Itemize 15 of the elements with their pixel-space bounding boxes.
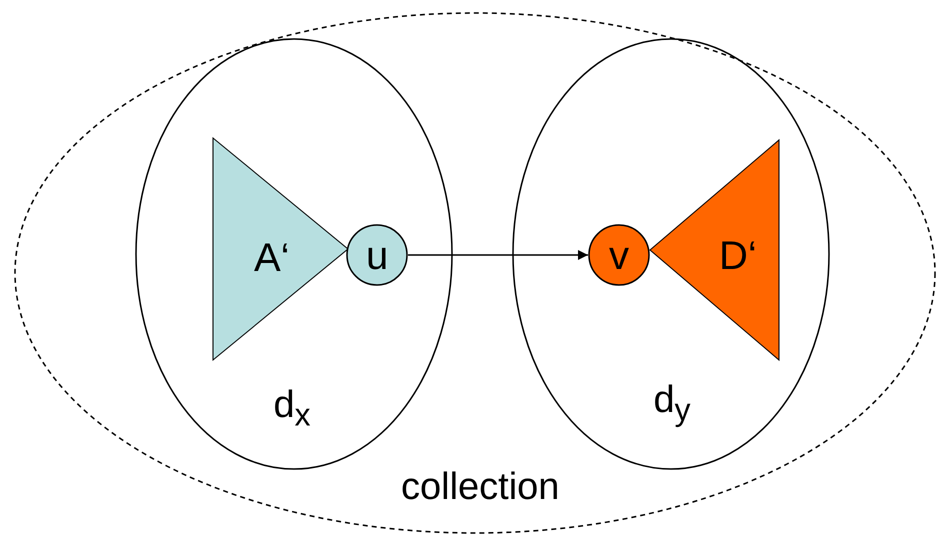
arrow — [408, 250, 588, 260]
triangle-shape — [213, 138, 348, 360]
node-label: d$_{x}$ — [274, 386, 310, 431]
domain-ellipse — [512, 38, 830, 470]
node-label: v — [609, 236, 629, 276]
node-label: collection — [401, 468, 560, 506]
circle-shape — [346, 224, 408, 286]
collection-ellipse — [14, 12, 936, 534]
domain-ellipse — [135, 38, 453, 470]
node-label: u — [366, 236, 388, 276]
triangle-shape — [650, 140, 779, 360]
node-label: A‘ — [254, 238, 290, 278]
node-label: D‘ — [719, 236, 757, 276]
circle-shape — [588, 224, 650, 286]
node-label: d$_{y}$ — [654, 380, 690, 426]
